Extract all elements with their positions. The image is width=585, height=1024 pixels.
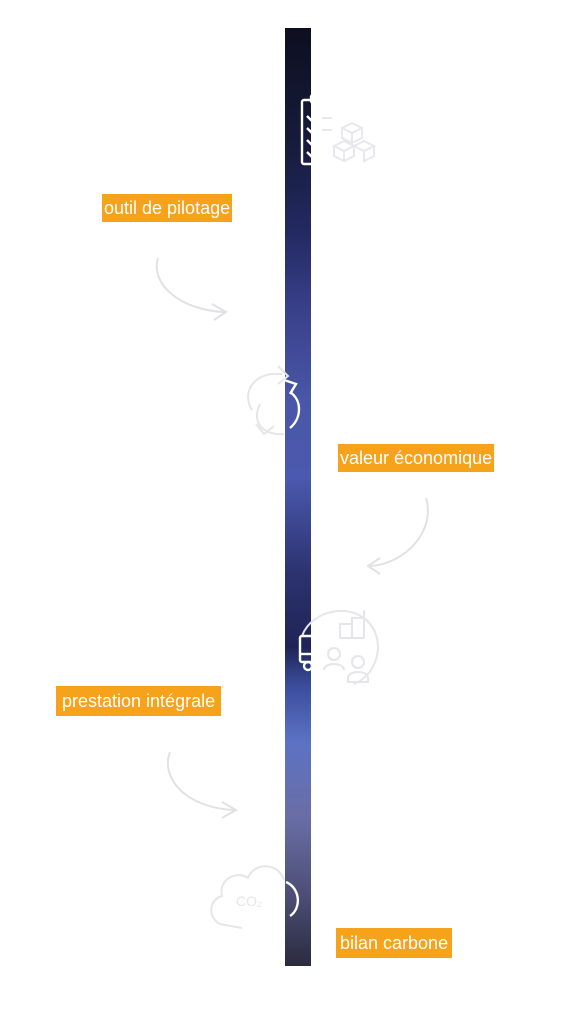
co2-label: CO₂ [236, 893, 262, 909]
step-label-valeur-economique: valeur économique [338, 444, 495, 472]
co2-cloud-icon: CO₂ [210, 865, 299, 929]
step-label-bilan-carbone: bilan carbone [336, 928, 453, 958]
curved-arrow-icon [155, 257, 228, 321]
curved-arrow-icon [366, 497, 429, 575]
timeline-bar [285, 28, 311, 966]
step-label-prestation-integrale: prestation intégrale [56, 686, 222, 716]
recycle-arrows-icon [247, 365, 301, 436]
clipboard-checklist-icon [300, 93, 377, 166]
step-label-outil-de-pilotage: outil de pilotage [102, 194, 233, 222]
delivery-truck-people-icon [298, 609, 379, 685]
curved-arrow-icon [167, 751, 239, 819]
